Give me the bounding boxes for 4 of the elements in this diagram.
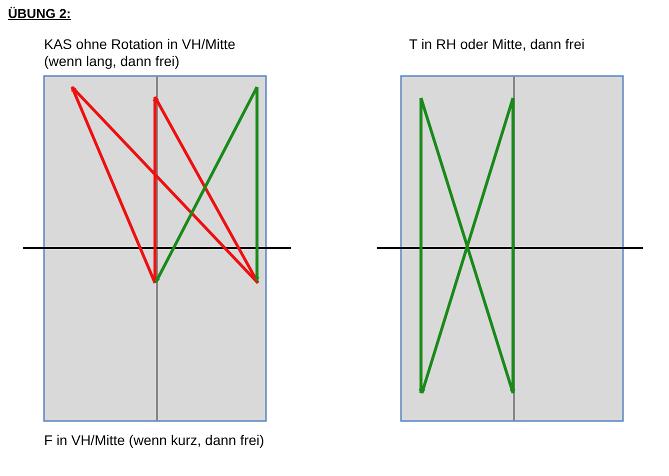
panel-caption: F in VH/Mitte (wenn kurz, dann frei) — [44, 432, 266, 449]
panel-heading: T in RH oder Mitte, dann frei — [409, 36, 586, 53]
exercise-title: ÜBUNG 2: — [8, 6, 71, 21]
panel-heading: KAS ohne Rotation in VH/Mitte (wenn lang, dann frei) — [44, 36, 236, 70]
